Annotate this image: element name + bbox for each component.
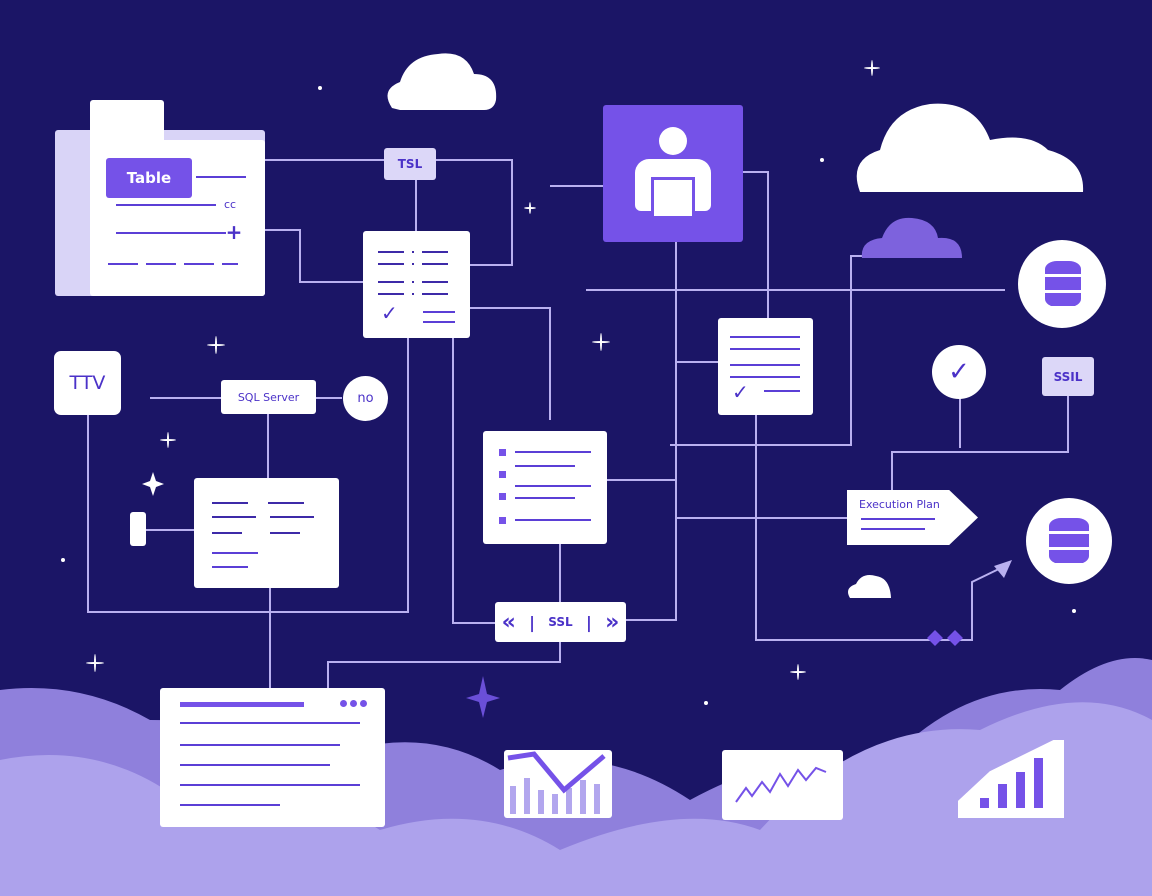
bullet-list-card[interactable] [483,431,607,544]
prev-button[interactable]: « [501,609,516,635]
diamond-icon [927,630,963,646]
bar-chart-icon [504,750,612,818]
database-gear-icon[interactable] [1018,240,1106,328]
database-icon[interactable] [1026,498,1112,584]
folder-front: Table cc + [90,140,265,296]
checklist-card-2[interactable]: ✓ [718,318,813,415]
no-badge[interactable]: no [343,376,388,421]
table-label[interactable]: Table [106,158,192,198]
line-chart-icon [722,750,843,820]
execution-plan-node[interactable]: Execution Plan [847,490,978,545]
ttv-node[interactable]: TTV [54,351,121,415]
device-icon [130,512,146,546]
tsl-node[interactable]: TSL [384,148,436,180]
plus-icon[interactable]: + [225,220,243,244]
user-card[interactable] [603,105,743,242]
ssl-label: SSL [548,615,573,629]
code-card[interactable] [194,478,339,588]
checklist-card[interactable]: ✓ [363,231,470,338]
sql-server-node[interactable]: SQL Server [221,380,316,414]
check-icon: ✓ [732,380,749,404]
check-icon: ✓ [381,301,398,325]
ssl-pager[interactable]: « | SSL | » [495,602,626,642]
cloud-icon [387,53,1084,598]
user-icon [659,127,687,155]
check-badge-icon: ✓ [932,345,986,399]
more-icon[interactable] [340,700,347,707]
document-card[interactable] [160,688,385,827]
next-button[interactable]: » [605,609,620,635]
ssil-node[interactable]: SSIL [1042,357,1094,396]
execution-plan-label: Execution Plan [859,498,940,511]
cc-label: cc [223,197,237,211]
